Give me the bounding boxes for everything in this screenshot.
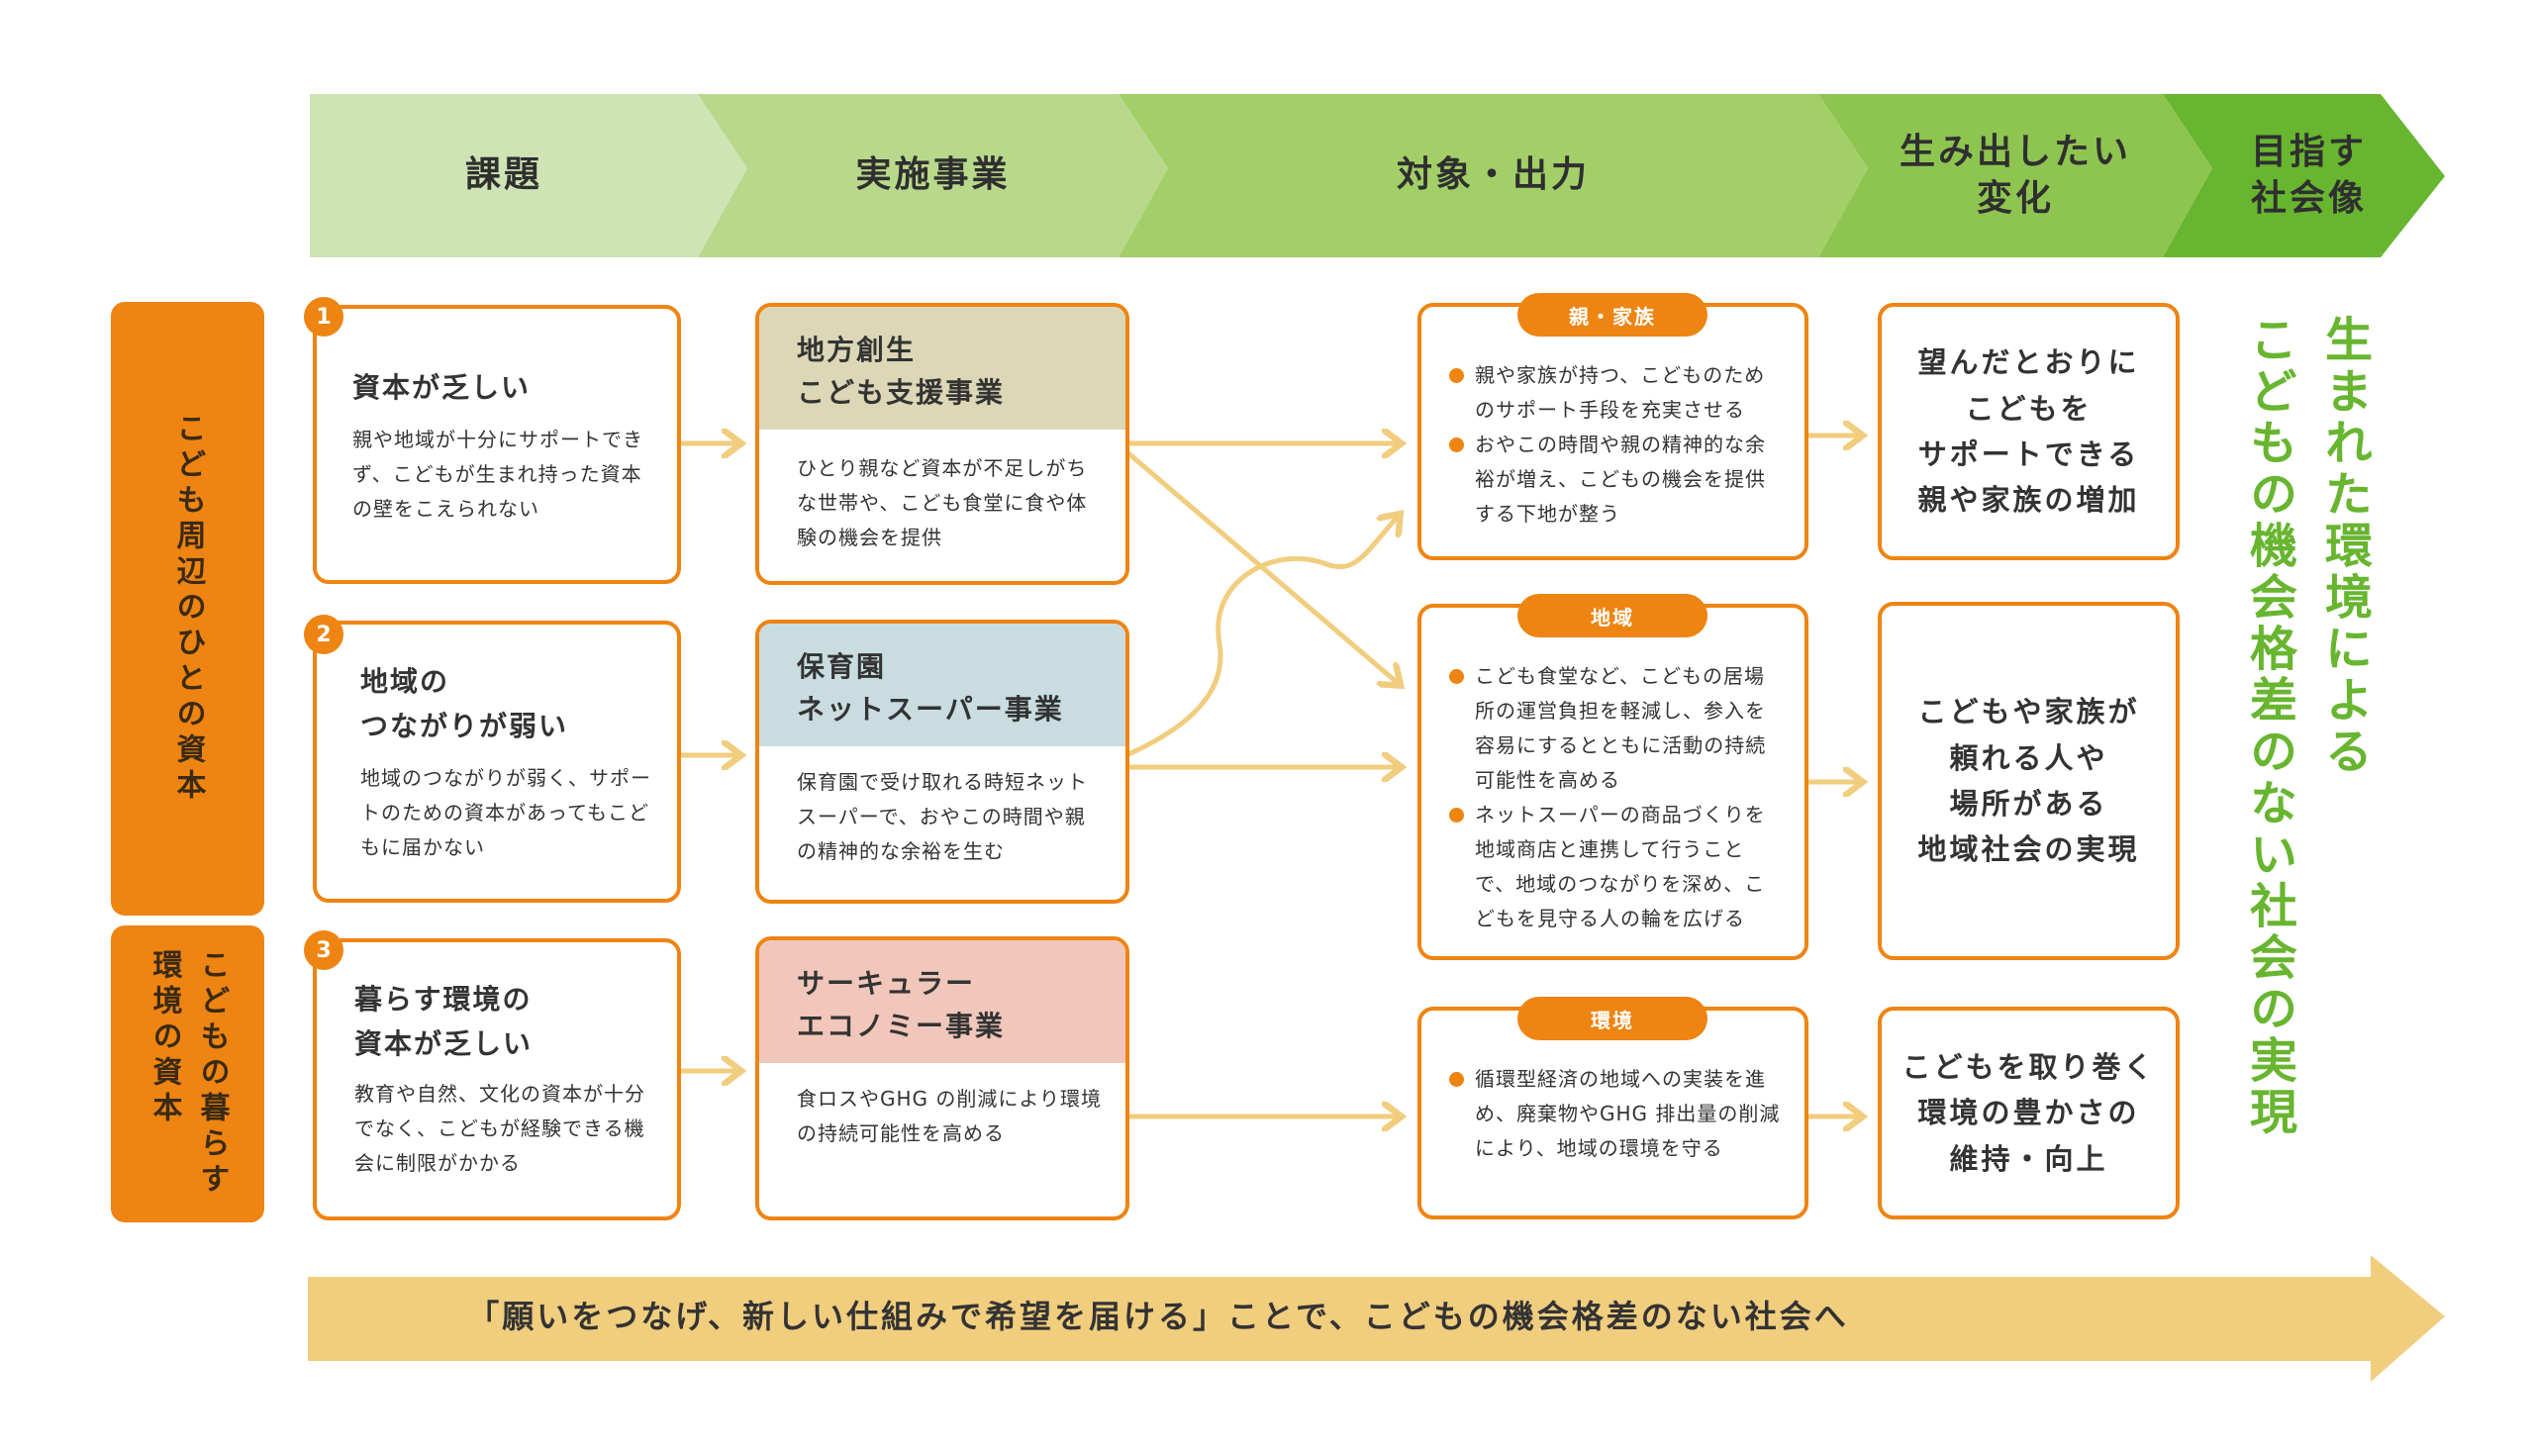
issue-title: 暮らす環境の 資本が乏しい [354,983,534,1060]
issue-title: 資本が乏しい [352,371,532,404]
change-card-community: こどもや家族が 頼れる人や 場所がある 地域社会の実現 [1878,602,2180,960]
change-card-environment: こどもを取り巻く 環境の豊かさの 維持・向上 [1878,1007,2180,1219]
target-label-environment: 環境 [1517,997,1707,1040]
category-environment-capital: こどもの暮らす 環境の資本 [111,925,264,1222]
target-card-family: 親や家族が持つ、こどものためのサポート手段を充実させる おやこの時間や親の精神的… [1417,303,1808,560]
target-bullet: こども食堂など、こどもの居場所の運営負担を軽減し、参入を容易にするとともに活動の… [1449,659,1783,798]
business-description: ひとり親など資本が不足しがちな世帯や、こども食堂に食や体験の機会を提供 [797,456,1088,549]
target-card-region: こども食堂など、こどもの居場所の運営負担を軽減し、参入を容易にするとともに活動の… [1417,604,1808,960]
change-text: こどもや家族が 頼れる人や 場所がある 地域社会の実現 [1917,695,2140,867]
vision-line-1: 生まれた環境による [2316,315,2372,778]
bullet-dot-icon [1449,808,1464,823]
issue-number-badge: 3 [304,930,343,970]
bullet-dot-icon [1449,669,1464,684]
target-bullet: 親や家族が持つ、こどものためのサポート手段を充実させる [1449,358,1783,428]
business-card-nursery-net-supermarket: 保育園 ネットスーパー事業 保育園で受け取れる時短ネットスーパーで、おやこの時間… [755,620,1129,904]
target-label-family: 親・家族 [1517,293,1707,337]
change-text: 望んだとおりに こどもを サポートできる 親や家族の増加 [1917,345,2140,518]
business-title: サーキュラー エコノミー事業 [759,940,1125,1063]
issue-number-badge: 1 [304,297,343,337]
issue-description: 親や地域が十分にサポートできず、こどもが生まれ持った資本の壁をこえられない [352,428,643,521]
business-card-regional-child-support: 地方創生 こども支援事業 ひとり親など資本が不足しがちな世帯や、こども食堂に食や… [755,303,1129,585]
stage-label-issue: 課題 [464,154,542,196]
target-bullet: 循環型経済の地域への実装を進め、廃棄物やGHG 排出量の削減により、地域の環境を… [1449,1062,1783,1166]
bullet-dot-icon [1449,368,1464,383]
category-people-capital: こども周辺のひとの資本 [111,302,264,916]
issue-card-2: 地域の つながりが弱い 地域のつながりが弱く、サポートのための資本があってもこど… [313,621,681,903]
issue-description: 地域のつながりが弱く、サポートのための資本があってもこどもに届かない [360,766,651,859]
business-description: 保育園で受け取れる時短ネットスーパーで、おやこの時間や親の精神的な余裕を生む [797,770,1088,863]
stage-chevron-2 [698,94,1168,257]
issue-card-1: 資本が乏しい 親や地域が十分にサポートできず、こどもが生まれ持った資本の壁をこえ… [313,305,681,584]
issue-card-3: 暮らす環境の 資本が乏しい 教育や自然、文化の資本が十分でなく、こどもが経験でき… [313,938,681,1220]
stage-label-target-society: 目指す 社会像 [2250,131,2367,219]
business-card-circular-economy: サーキュラー エコノミー事業 食ロスやGHG の削減により環境の持続可能性を高め… [755,936,1129,1220]
issue-description: 教育や自然、文化の資本が十分でなく、こどもが経験できる機会に制限がかかる [354,1082,645,1175]
business-title: 地方創生 こども支援事業 [759,307,1125,430]
category-environment-capital-label: こどもの暮らす 環境の資本 [146,949,230,1199]
vision-line-2: こどもの機会格差のない社会の実現 [2241,315,2296,1138]
target-bullet: ネットスーパーの商品づくりを地域商店と連携して行うことで、地域のつながりを深め、… [1449,798,1783,936]
change-card-family-support: 望んだとおりに こどもを サポートできる 親や家族の増加 [1878,303,2180,560]
stage-chevron-5 [2163,94,2445,257]
business-description: 食ロスやGHG の削減により環境の持続可能性を高める [797,1087,1102,1145]
bottom-banner-message: 「願いをつなげ、新しい仕組みで希望を届ける」ことで、こどもの機会格差のない社会へ [467,1298,1849,1335]
target-label-region: 地域 [1517,594,1707,637]
issue-title: 地域の つながりが弱い [360,665,569,742]
target-bullet: おやこの時間や親の精神的な余裕が増え、こどもの機会を提供する下地が整う [1449,428,1783,532]
stage-chevron-3 [1119,94,1868,257]
bullet-dot-icon [1449,437,1464,452]
stage-label-target-output: 対象・出力 [1396,154,1590,196]
target-card-environment: 循環型経済の地域への実装を進め、廃棄物やGHG 排出量の削減により、地域の環境を… [1417,1007,1808,1219]
bullet-dot-icon [1449,1072,1464,1087]
stage-label-desired-change: 生み出したい 変化 [1899,131,2131,219]
stage-chevron-4 [1818,94,2212,257]
stage-label-business: 実施事業 [855,154,1011,196]
business-title: 保育園 ネットスーパー事業 [759,624,1125,746]
change-text: こどもを取り巻く 環境の豊かさの 維持・向上 [1901,1049,2156,1176]
stage-chevron-1 [310,94,747,257]
category-people-capital-label: こども周辺のひとの資本 [170,413,206,805]
issue-number-badge: 2 [304,615,343,654]
